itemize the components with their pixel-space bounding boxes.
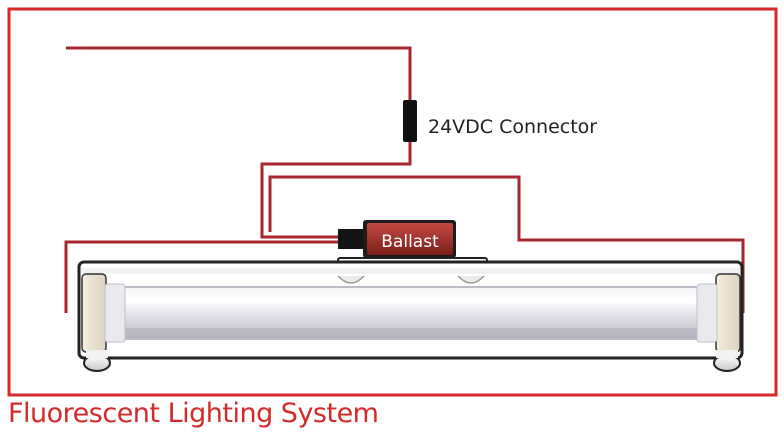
diagram-caption: Fluorescent Lighting System [8,398,379,429]
connector-plug-icon [403,100,417,142]
supply-wire [66,46,412,100]
fluorescent-tube-icon [103,286,718,340]
diagram-frame [7,7,778,397]
wiring [64,46,745,313]
ballast-icon [338,220,456,258]
ballast-label: Ballast [381,232,439,252]
lamp-socket-icon [696,273,741,372]
connector-to-ballast-wire-inner [268,175,745,313]
connector-to-ballast-wire-outer [260,142,412,239]
left-lamp-wire [64,240,340,313]
lamp-socket-icon [81,273,126,372]
connector-label: 24VDC Connector [428,116,597,138]
